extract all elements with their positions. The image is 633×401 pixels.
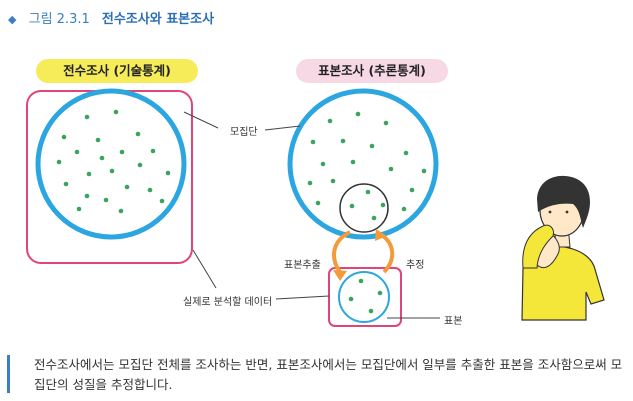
sample-survey-title: 표본조사 (추론통계)	[296, 59, 448, 83]
figure-header: ◆ 그림 2.3.1 전수조사와 표본조사	[8, 8, 214, 27]
census-dots	[56, 109, 171, 214]
census-title: 전수조사 (기술통계)	[36, 59, 198, 83]
thinking-person-illustration	[521, 175, 605, 321]
figure-caption: 전수조사에서는 모집단 전체를 조사하는 반면, 표본조사에서는 모집단에서 일…	[34, 357, 623, 392]
census-population-circle	[35, 88, 187, 240]
figure-title: 전수조사와 표본조사	[101, 12, 215, 27]
population-label: 모집단	[230, 127, 258, 138]
subset-dots	[349, 189, 386, 221]
sample-circle	[338, 271, 390, 323]
caption-accent-bar	[7, 355, 10, 393]
estimation-arrow-icon	[375, 229, 395, 274]
population-leader-right	[264, 125, 301, 131]
population-dots	[307, 111, 427, 212]
sampling-label: 표본추출	[284, 260, 321, 271]
sampling-arrow-icon	[332, 230, 352, 281]
diamond-bullet-icon: ◆	[8, 13, 17, 26]
sample-label: 표본	[444, 316, 463, 327]
figure-label: 그림 2.3.1	[28, 12, 90, 27]
sample-dots	[348, 278, 383, 314]
population-leader-left	[183, 111, 219, 129]
sample-subset-circle	[339, 183, 389, 233]
data-leader-right	[275, 295, 330, 300]
estimation-label: 추정	[406, 260, 425, 271]
data-leader-left	[192, 249, 217, 289]
data-to-analyze-label: 실제로 분석할 데이터	[183, 297, 273, 308]
sample-population-circle	[287, 88, 439, 240]
